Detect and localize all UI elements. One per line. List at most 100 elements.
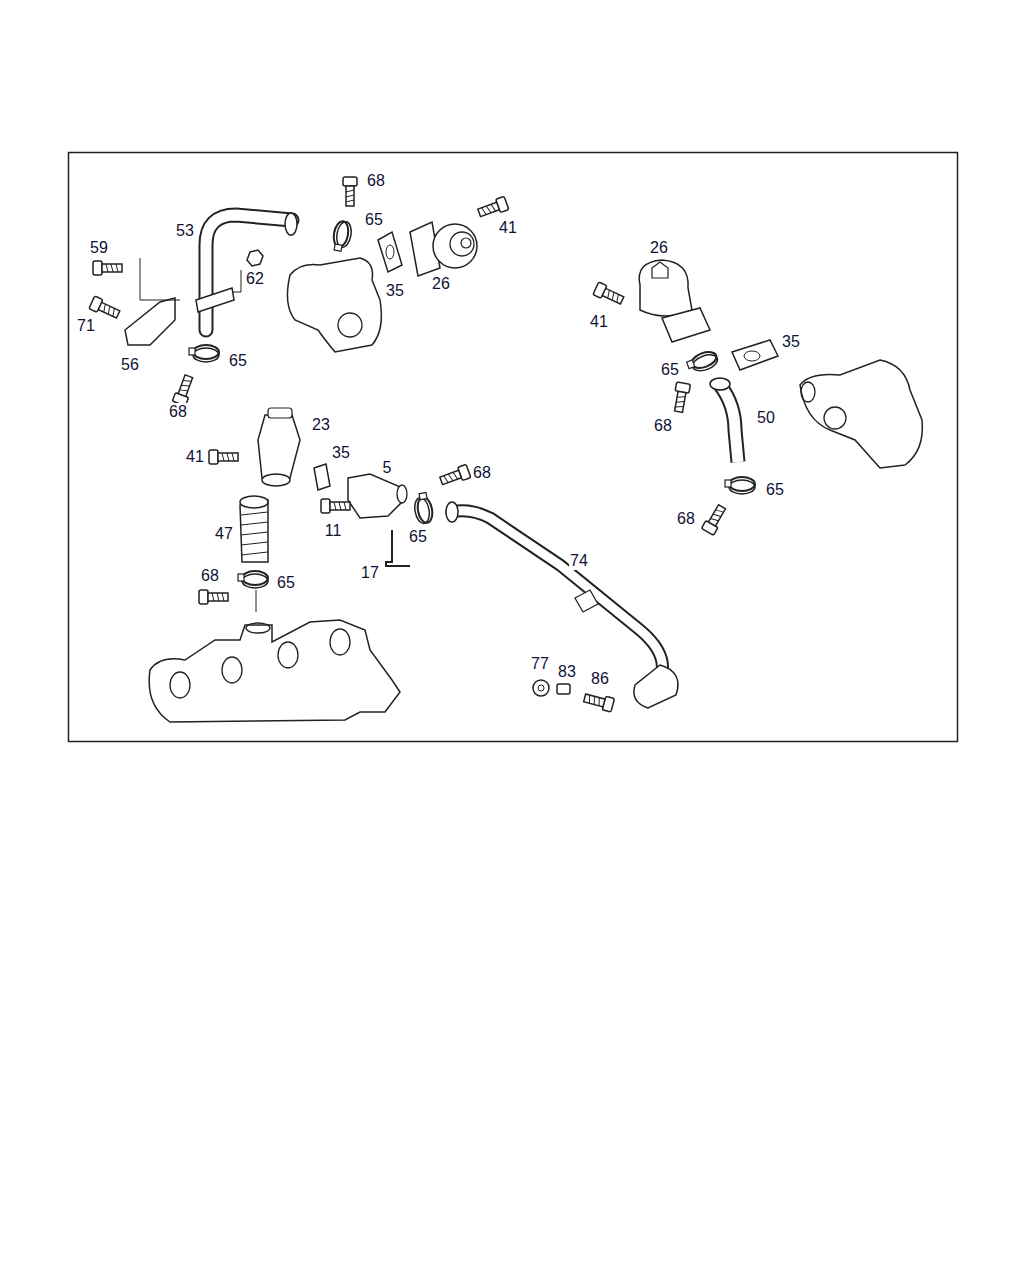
callout-number: 26: [431, 275, 451, 293]
bolt-symbol: [199, 590, 228, 604]
callout-number: 41: [185, 448, 205, 466]
egr-valve: [433, 224, 477, 268]
spacer-symbol: [557, 684, 570, 694]
gasket-hole: [386, 245, 394, 259]
hose-clamp: [238, 571, 268, 588]
pipe-end: [240, 496, 268, 508]
flange-port: [397, 485, 407, 503]
callout-number: 68: [653, 417, 673, 435]
callout-number: 17: [360, 564, 380, 582]
egr-valve: [639, 260, 692, 316]
valve-port: [262, 474, 290, 486]
manifold-port: [170, 672, 190, 698]
pipe-fill: [206, 215, 292, 330]
pipe-outline: [720, 385, 738, 462]
hose-clamp: [686, 349, 720, 375]
leader-line: [232, 270, 241, 292]
callout-number: 65: [660, 361, 680, 379]
callout-number: 35: [331, 444, 351, 462]
pipe-end: [285, 213, 297, 235]
bolt-symbol: [593, 282, 625, 307]
manifold-port: [222, 657, 242, 683]
bolt-symbol: [343, 177, 357, 206]
callout-number: 74: [569, 552, 589, 570]
bolt-symbol: [672, 382, 691, 413]
gasket-symbol: [314, 464, 330, 490]
callout-number: 65: [228, 352, 248, 370]
nut-symbol: [247, 250, 263, 266]
callout-number: 62: [245, 270, 265, 288]
hose-clamp: [412, 492, 434, 524]
egr-valve-cap: [268, 408, 292, 418]
egr-valve-cap: [450, 232, 474, 256]
frame-border: [69, 153, 958, 742]
manifold-port: [246, 623, 270, 633]
gasket-symbol: [732, 340, 778, 370]
bellows-pipe: [240, 500, 268, 562]
callout-number: 65: [408, 528, 428, 546]
callout-number: 68: [168, 403, 188, 421]
flange-plate: [348, 474, 404, 518]
hose-end: [634, 665, 678, 708]
pipe-fill: [452, 511, 663, 695]
gasket-symbol: [378, 232, 402, 272]
callout-number: 35: [385, 282, 405, 300]
bellows-rib: [241, 512, 268, 555]
bolt-symbol: [439, 464, 471, 487]
housing-port: [801, 382, 815, 402]
callout-number: 65: [276, 574, 296, 592]
bolt-symbol: [93, 261, 122, 275]
exhaust-manifold: [149, 620, 400, 722]
bolt-symbol: [477, 196, 509, 219]
callout-number: 77: [530, 655, 550, 673]
callout-number: 71: [76, 317, 96, 335]
callout-number: 47: [214, 525, 234, 543]
egr-valve-cap: [652, 262, 668, 278]
hose-clamp: [331, 220, 353, 252]
bolt-symbol: [209, 450, 238, 464]
callout-number: 83: [557, 663, 577, 681]
callout-number: 35: [781, 333, 801, 351]
bracket-plate: [125, 298, 175, 345]
housing-outline: [800, 360, 922, 468]
callout-number: 65: [765, 481, 785, 499]
callout-number: 68: [676, 510, 696, 528]
pipe-outline: [206, 215, 292, 330]
pipe-end: [446, 502, 458, 522]
callout-number: 5: [382, 459, 393, 477]
callout-number: 68: [472, 464, 492, 482]
callout-number: 50: [756, 409, 776, 427]
callout-number: 56: [120, 356, 140, 374]
egr-valve: [258, 415, 300, 478]
bolt-symbol: [701, 503, 728, 535]
callout-number: 86: [590, 670, 610, 688]
callout-number: 41: [589, 313, 609, 331]
washer-hole: [538, 685, 544, 691]
callout-number: 26: [649, 239, 669, 257]
callout-number: 68: [366, 172, 386, 190]
bolt-symbol: [321, 499, 350, 513]
housing-outline: [287, 258, 381, 352]
valve-flange: [662, 308, 710, 342]
manifold-port: [278, 642, 298, 668]
hose-clamp: [725, 477, 755, 494]
bracket-strap: [386, 530, 410, 566]
callout-number: 59: [89, 239, 109, 257]
washer-symbol: [533, 680, 549, 696]
leader-line: [140, 258, 180, 300]
callout-number: 68: [200, 567, 220, 585]
egr-valve-port: [461, 238, 471, 248]
pipe-outline: [452, 511, 663, 695]
gasket-hole: [744, 351, 760, 361]
callout-number: 65: [364, 211, 384, 229]
pipe-end: [710, 378, 730, 390]
callout-number: 41: [498, 219, 518, 237]
pipe-bracket: [575, 590, 598, 612]
leader-line: [256, 590, 257, 612]
callout-number: 23: [311, 416, 331, 434]
bolt-symbol: [583, 691, 615, 712]
housing-port: [338, 313, 362, 337]
callout-number: 53: [175, 222, 195, 240]
